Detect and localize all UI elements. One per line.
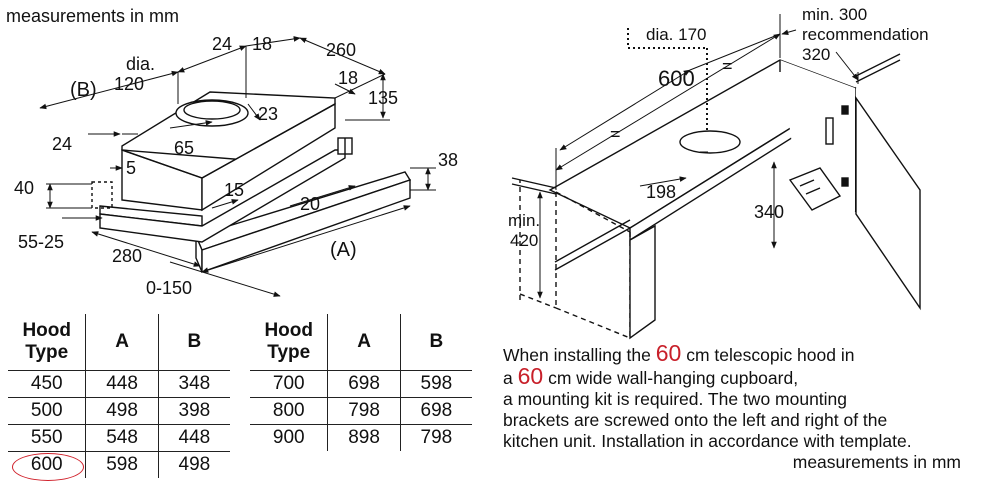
label-55-25: 55-25	[18, 232, 64, 252]
label-dia-170: dia. 170	[646, 25, 707, 44]
note-highlight-60: 60	[517, 363, 544, 389]
label-dia-120: 120	[114, 74, 144, 94]
label-18-top: 18	[252, 34, 272, 54]
label-recommendation: recommendation	[802, 25, 929, 44]
col-header-a: A	[85, 314, 159, 371]
note-line-3: a mounting kit is required. The two moun…	[503, 389, 848, 409]
label-a: (A)	[330, 239, 357, 261]
label-b: (B)	[70, 79, 97, 101]
label-15: 15	[224, 180, 244, 200]
label-23: 23	[258, 104, 278, 124]
label-340: 340	[754, 202, 784, 222]
cupboard-dimensions	[537, 14, 859, 299]
note-line-1: When installing the 60 cm telescopic hoo…	[503, 340, 855, 366]
col-header-hood: Hood	[264, 320, 313, 341]
table-row: 500 498 398	[8, 397, 230, 425]
table-row-highlighted: 600 598 498	[8, 451, 230, 481]
label-198: 198	[646, 182, 676, 202]
table-row: 700 698 598	[250, 370, 472, 398]
label-20: 20	[300, 194, 320, 214]
label-18-right: 18	[338, 68, 358, 88]
label-600: 600	[658, 66, 695, 91]
label-equal-upper: =	[722, 56, 733, 76]
label-5: 5	[126, 158, 136, 178]
col-header-type: Type	[25, 342, 69, 363]
label-24-left: 24	[52, 134, 72, 154]
label-dia: dia.	[126, 54, 155, 74]
cupboard-drawing	[511, 28, 921, 340]
table-row: 800 798 698	[250, 397, 472, 425]
air-outlet	[175, 99, 249, 127]
note-line-4: brackets are screwed onto the left and r…	[503, 410, 888, 430]
label-40: 40	[14, 178, 34, 198]
col-header-a: A	[327, 314, 401, 371]
label-equal-lower: =	[610, 124, 621, 144]
hood-drawing	[91, 91, 412, 273]
col-header-b: B	[400, 314, 472, 371]
label-135: 135	[368, 88, 398, 108]
table-row: 550 548 448	[8, 424, 230, 452]
note-line-5: kitchen unit. Installation in accordance…	[503, 431, 912, 451]
note-line-2: a 60 cm wide wall-hanging cupboard,	[503, 363, 799, 389]
col-header-type: Type	[267, 342, 311, 363]
duct-hole	[679, 130, 741, 154]
label-38: 38	[438, 150, 458, 170]
label-min-300: min. 300	[802, 5, 867, 24]
units-caption-left: measurements in mm	[6, 6, 179, 26]
label-24-top: 24	[212, 34, 232, 54]
units-caption-right: measurements in mm	[792, 452, 961, 472]
note-highlight-60: 60	[655, 340, 682, 366]
col-header-b: B	[158, 314, 230, 371]
cupboard-door	[855, 95, 921, 311]
hood-dimensions	[39, 36, 436, 297]
label-320: 320	[802, 45, 830, 64]
col-header-hood: Hood	[22, 320, 71, 341]
label-280: 280	[112, 246, 142, 266]
label-0-150: 0-150	[146, 278, 192, 298]
table-row: 450 448 348	[8, 370, 230, 398]
label-min: min.	[508, 211, 540, 230]
cupboard-side-panel	[629, 224, 656, 340]
label-420: 420	[510, 231, 538, 250]
label-260: 260	[326, 40, 356, 60]
label-65: 65	[174, 138, 194, 158]
mounting-bracket	[788, 167, 842, 211]
installation-note: When installing the 60 cm telescopic hoo…	[503, 340, 973, 473]
table-row: 900 898 798	[250, 424, 472, 451]
